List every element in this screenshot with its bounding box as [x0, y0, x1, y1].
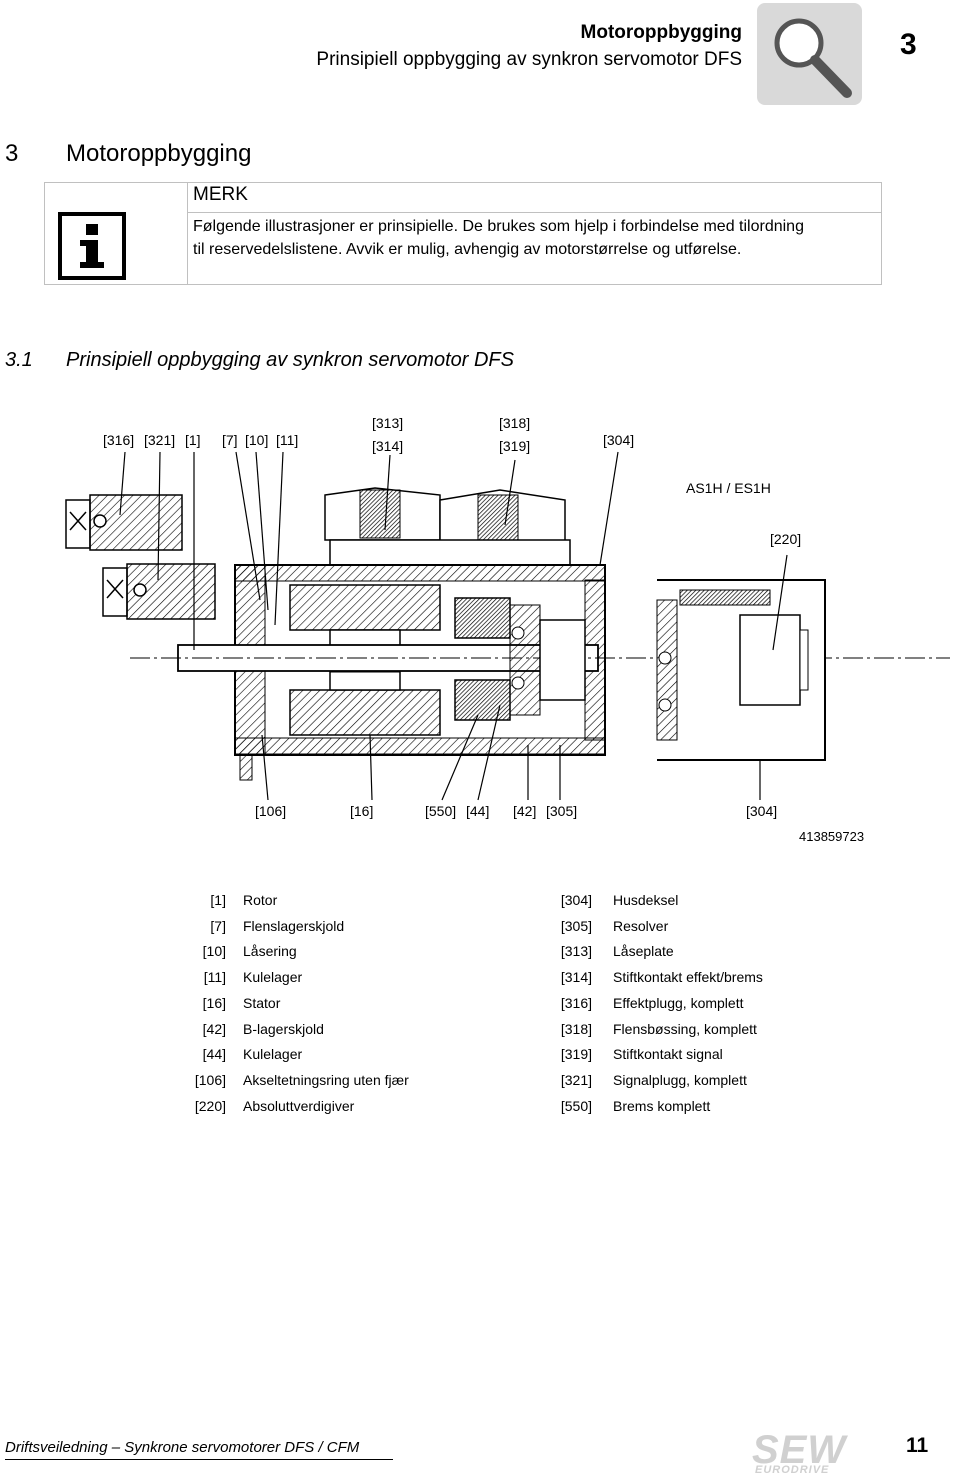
legend-name: Effektplugg, komplett — [613, 994, 744, 1011]
subsection-title: Prinsipiell oppbygging av synkron servom… — [66, 349, 514, 371]
legend-code: [314] — [560, 969, 592, 986]
info-icon — [58, 212, 126, 280]
subsection-number: 3.1 — [5, 349, 33, 371]
brake — [454, 597, 541, 721]
note-heading: MERK — [193, 184, 248, 205]
legend-name: Kulelager — [243, 1046, 303, 1063]
legend-code: [1] — [210, 892, 226, 908]
motor-cross-section-figure — [0, 400, 960, 860]
legend-code: [106] — [194, 1071, 226, 1088]
legend-name: Signalplugg, komplett — [613, 1071, 747, 1088]
legend-code: [11] — [203, 969, 226, 986]
legend-code: [220] — [194, 1097, 226, 1114]
motor-drawing — [65, 451, 950, 801]
note-divider — [187, 212, 882, 213]
note-text-cell — [187, 182, 882, 285]
note-icon-cell — [44, 182, 187, 285]
page-number: 11 — [906, 1434, 929, 1457]
header-title: Motoroppbygging — [580, 22, 742, 43]
encoder-housing — [656, 579, 826, 761]
legend-code: [319] — [560, 1046, 592, 1063]
legend-name: Stiftkontakt signal — [613, 1046, 723, 1063]
legend-code: [16] — [202, 994, 226, 1011]
resolver — [511, 619, 586, 701]
eurodrive-logo: EURODRIVE — [755, 1464, 830, 1476]
callout-550: [550] — [425, 803, 457, 819]
legend-code: [44] — [202, 1046, 226, 1063]
encoder-type-label: AS1H / ES1H — [686, 480, 771, 496]
callout-313: [313] — [372, 415, 404, 431]
legend-name: Kulelager — [243, 969, 303, 986]
callout-304-bottom: [304] — [746, 803, 778, 819]
legend-code: [305] — [560, 917, 592, 934]
callout-7: [7] — [222, 432, 238, 448]
legend-name: Rotor — [243, 892, 278, 908]
legend-name: Resolver — [613, 917, 669, 934]
legend-code: [318] — [560, 1020, 592, 1037]
legend-code: [316] — [560, 994, 592, 1011]
legend-code: [550] — [560, 1097, 592, 1114]
stator — [289, 584, 441, 736]
legend-code: [304] — [560, 892, 592, 908]
signal-plug — [102, 563, 216, 620]
section-title: Motoroppbygging — [66, 140, 252, 167]
magnifier-icon — [757, 3, 862, 105]
callout-305: [305] — [546, 803, 578, 819]
legend-code: [321] — [560, 1071, 592, 1088]
bottom-leader-lines — [261, 704, 761, 801]
legend-code: [10] — [202, 943, 226, 960]
callout-106: [106] — [255, 803, 287, 819]
callout-318: [318] — [499, 415, 531, 431]
callout-314: [314] — [372, 438, 404, 454]
power-plug — [65, 494, 183, 551]
legend-name: Låsering — [243, 943, 297, 960]
callout-220: [220] — [770, 531, 802, 547]
legend-name: B-lagerskjold — [243, 1020, 324, 1037]
legend-name: Flenslagerskjold — [243, 917, 345, 934]
callout-316: [316] — [103, 432, 135, 448]
legend-code: [42] — [202, 1020, 226, 1037]
header-subtitle: Prinsipiell oppbygging av synkron servom… — [316, 49, 742, 70]
figure-id: 413859723 — [799, 829, 865, 844]
callout-42: [42] — [513, 803, 537, 819]
legend-name: Husdeksel — [613, 892, 679, 908]
callout-304-top: [304] — [603, 432, 635, 448]
note-line-1: Følgende illustrasjoner er prinsipielle.… — [193, 218, 804, 235]
top-leader-lines — [119, 451, 788, 651]
legend-name: Låseplate — [613, 943, 674, 960]
legend-code: [7] — [210, 917, 226, 934]
callout-319: [319] — [499, 438, 531, 454]
callout-16: [16] — [350, 803, 374, 819]
sew-logo: SEW — [752, 1428, 847, 1472]
callout-10: [10] — [245, 432, 269, 448]
legend-name: Akseltetningsring uten fjær — [243, 1071, 409, 1088]
legend-name: Stiftkontakt effekt/brems — [613, 969, 763, 986]
callout-11: [11] — [276, 432, 299, 448]
callout-1: [1] — [185, 432, 201, 448]
chapter-number: 3 — [900, 28, 917, 61]
callout-44: [44] — [466, 803, 490, 819]
footer-document-title: Driftsveiledning – Synkrone servomotorer… — [5, 1439, 360, 1456]
callout-321: [321] — [144, 432, 176, 448]
legend-code: [313] — [560, 943, 592, 960]
section-number: 3 — [5, 140, 19, 167]
legend-name: Flensbøssing, komplett — [613, 1020, 757, 1037]
note-line-2: til reservedelslistene. Avvik er mulig, … — [193, 241, 742, 258]
legend-name: Absoluttverdigiver — [243, 1097, 355, 1114]
legend-name: Brems komplett — [613, 1097, 711, 1114]
footer-rule — [5, 1459, 393, 1460]
legend-name: Stator — [243, 994, 281, 1011]
